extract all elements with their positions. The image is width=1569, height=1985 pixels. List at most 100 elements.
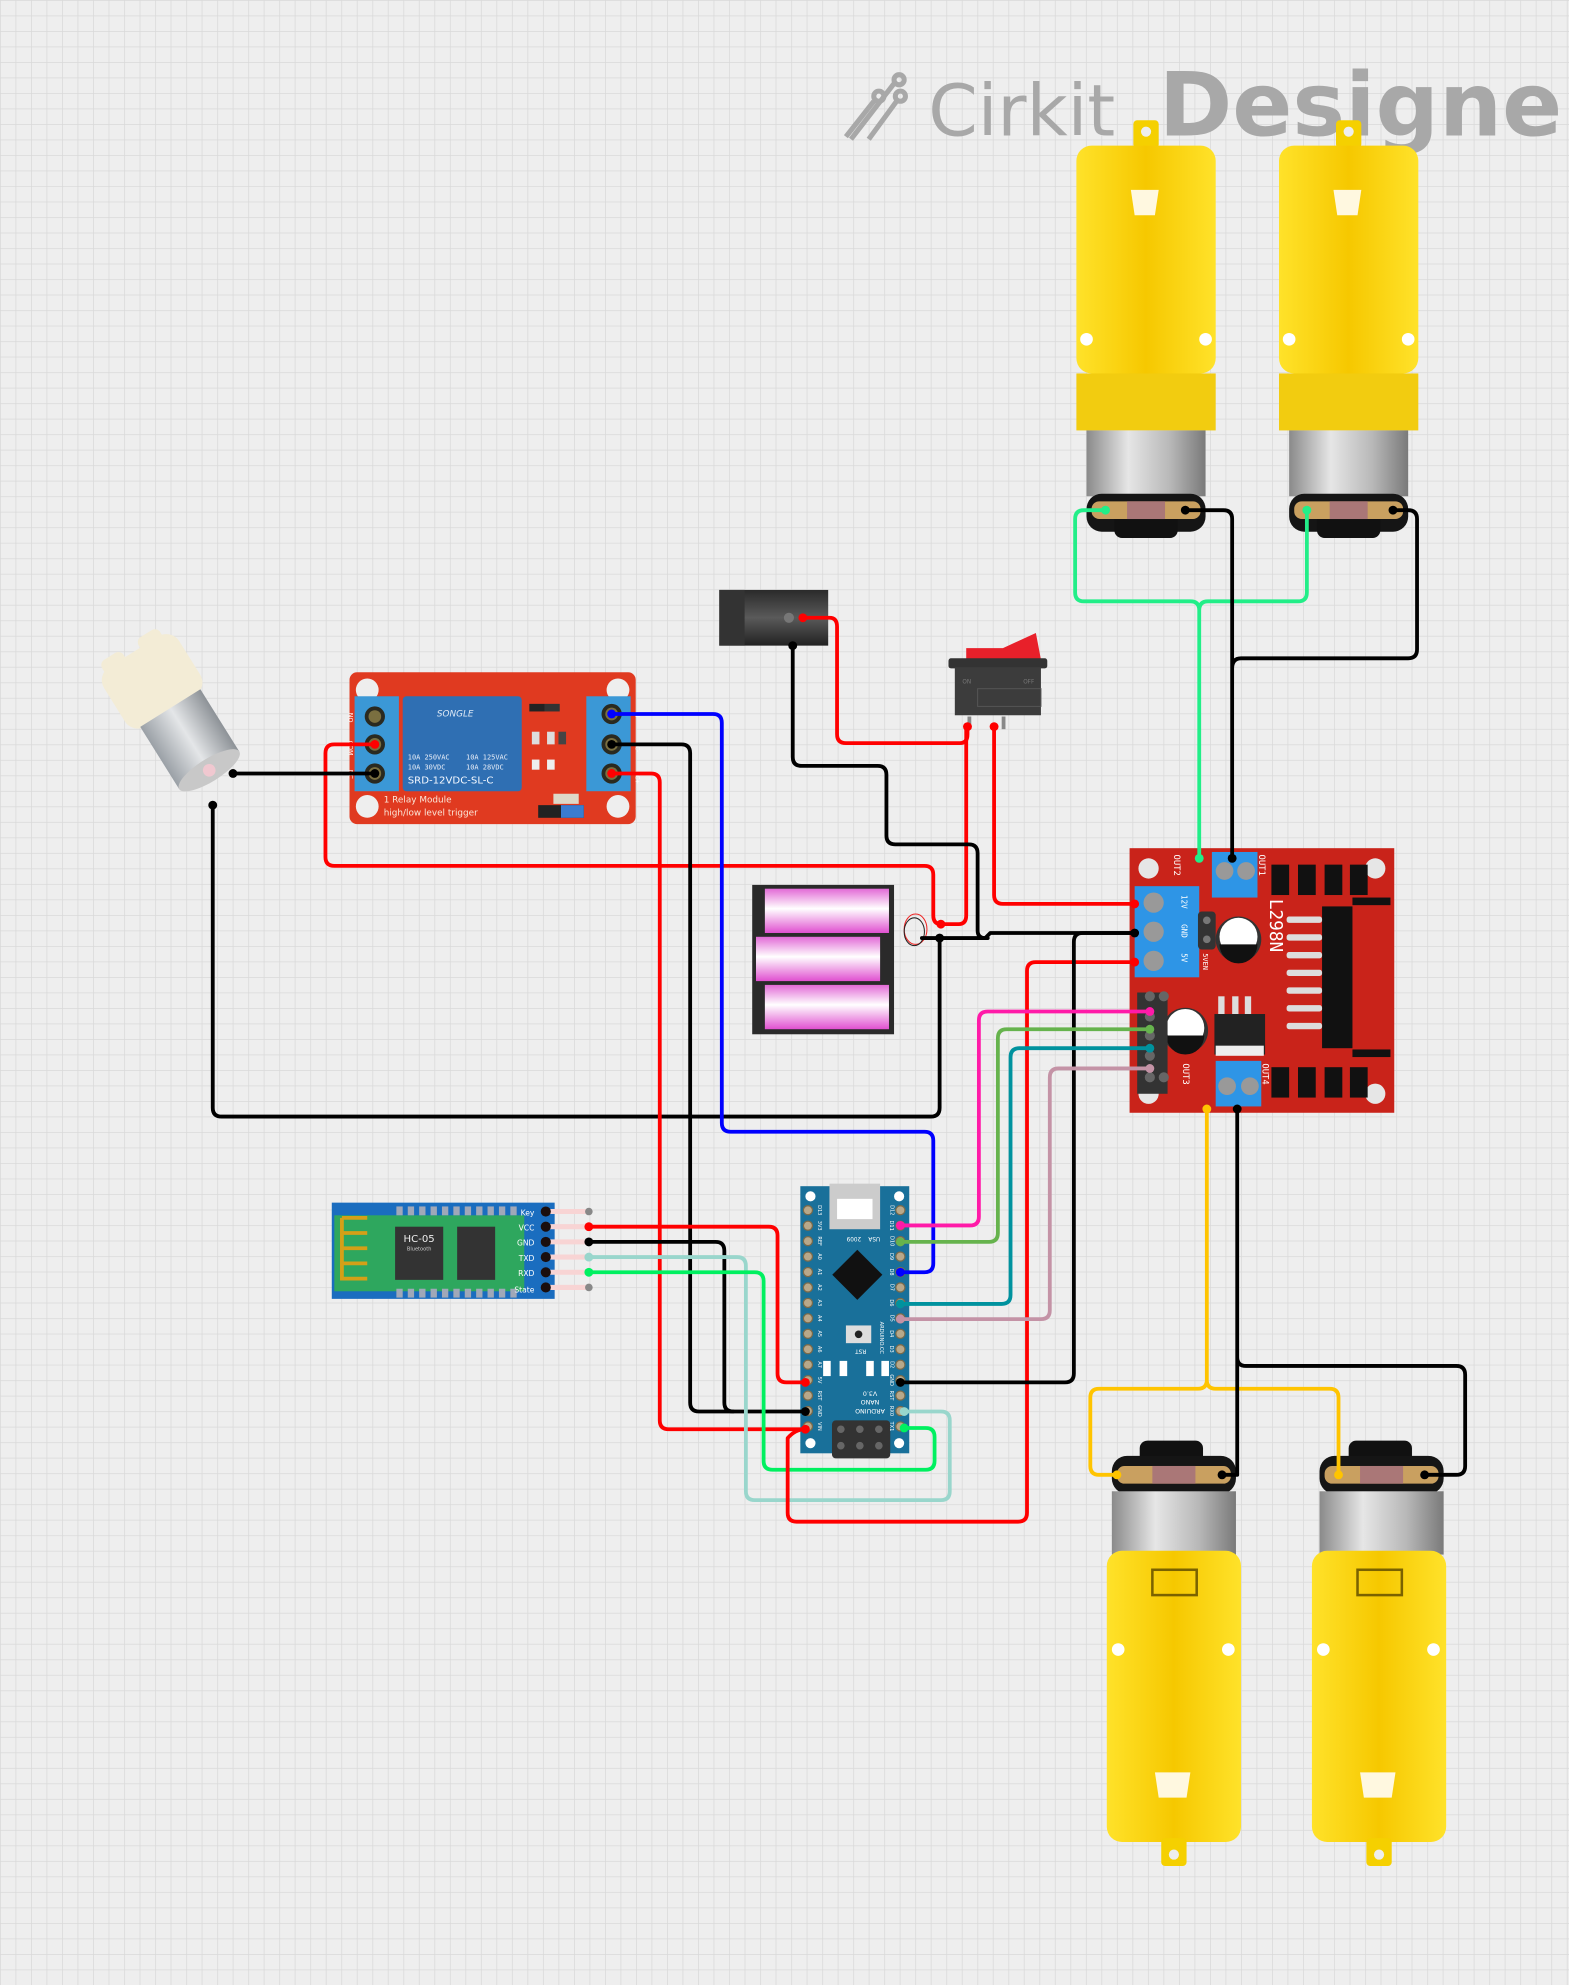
- nano-pin-label-rst: RST: [888, 1391, 894, 1402]
- label-gnd: GND: [1179, 924, 1188, 938]
- battery-cell-1: [764, 888, 889, 934]
- nano-year: 2009: [846, 1235, 861, 1241]
- nano-pin-label-d10: D10: [888, 1236, 894, 1246]
- wire-battery-plus[interactable]: [938, 724, 969, 927]
- gear-motor-bottom-left[interactable]: [1106, 1440, 1242, 1867]
- nano-pin-label-a7: A7: [816, 1361, 822, 1368]
- nano-pin-a4[interactable]: [802, 1313, 814, 1324]
- nano-pin-d2[interactable]: [895, 1359, 906, 1370]
- wire-battery-minus[interactable]: [919, 931, 1137, 940]
- nano-pin-a2[interactable]: [802, 1282, 814, 1293]
- wire-endpoints: [208, 505, 1430, 1480]
- wire-hc05-vcc[interactable]: [586, 1224, 808, 1385]
- relay-pin-no-label: NO: [346, 713, 353, 723]
- dc-barrel-jack[interactable]: [719, 589, 829, 646]
- nano-usa: USA: [868, 1235, 880, 1241]
- relay-footer-1: 1 Relay Module: [384, 796, 452, 806]
- nano-pin-label-ref: REF: [816, 1236, 822, 1246]
- gear-motor-top-right[interactable]: [1279, 120, 1419, 539]
- wire-hc05-rxd[interactable]: [586, 1270, 937, 1472]
- nano-title-2: NANO: [861, 1398, 880, 1405]
- wire-out1-black[interactable]: [1183, 508, 1419, 861]
- relay-rating-4: 10A 28VDC: [466, 764, 504, 772]
- nano-pin-ref[interactable]: [802, 1235, 814, 1247]
- nano-pin-rst[interactable]: [802, 1390, 814, 1401]
- nano-pin-3v3[interactable]: [802, 1220, 814, 1231]
- nano-pin-a5[interactable]: [802, 1328, 814, 1339]
- gear-motor-bottom-right[interactable]: [1311, 1440, 1447, 1867]
- wire-jack-minus[interactable]: [790, 643, 990, 940]
- nano-pin-rst[interactable]: [895, 1390, 906, 1401]
- arduino-nano[interactable]: 2009 USA RST ARDUINO.CC V3.0 NANO ARDUIN…: [800, 1183, 910, 1459]
- nano-pin-d12[interactable]: [895, 1205, 906, 1216]
- label-out1: OUT1: [1256, 855, 1266, 876]
- nano-pin-label-d13: D13: [816, 1205, 822, 1215]
- nano-pin-label-d8: D8: [888, 1268, 894, 1275]
- nano-pin-d9[interactable]: [895, 1251, 906, 1262]
- nano-pin-label-a3: A3: [816, 1300, 822, 1307]
- wire-d5-in4[interactable]: [898, 1066, 1152, 1322]
- wire-nano-vin-to-5v[interactable]: [785, 960, 1137, 1524]
- nano-pin-a3[interactable]: [802, 1297, 814, 1309]
- wire-hc05-gnd[interactable]: [586, 1239, 736, 1414]
- nano-pin-label-d9: D9: [888, 1253, 894, 1260]
- nano-pin-d4[interactable]: [895, 1328, 906, 1339]
- wire-d11-in1[interactable]: [898, 1009, 1152, 1228]
- nano-pin-a1[interactable]: [802, 1266, 814, 1278]
- gear-motor-top-left[interactable]: [1076, 120, 1216, 539]
- nano-pin-label-a0: A0: [816, 1253, 822, 1260]
- hc05-pin-key: Key: [521, 1208, 535, 1217]
- nano-pin-label-d5: D5: [888, 1315, 894, 1322]
- wire-d6-in3[interactable]: [898, 1046, 1152, 1306]
- wires: [210, 508, 1468, 1524]
- nano-pin-label-a4: A4: [816, 1315, 822, 1322]
- nano-pin-d7[interactable]: [895, 1282, 906, 1293]
- nano-pin-d13[interactable]: [802, 1205, 814, 1216]
- wire-relay-in-d8[interactable]: [609, 712, 936, 1275]
- relay-footer-2: high/low level trigger: [384, 808, 478, 818]
- nano-pin-label-d7: D7: [888, 1284, 894, 1291]
- label-5v: 5V: [1179, 953, 1188, 963]
- relay-pin-dcminus-label: DC-: [634, 742, 640, 752]
- wire-out2-mint[interactable]: [1073, 508, 1309, 861]
- cirkit-logo-icon: [843, 72, 908, 141]
- wire-nano-gnd-to-l298n[interactable]: [898, 931, 1137, 1385]
- l298n-driver[interactable]: OUT2 OUT1 12V GND 5V 5VEN L298N: [1129, 848, 1395, 1113]
- nano-pin-label-5v: 5V: [816, 1377, 822, 1384]
- rocker-switch[interactable]: ON OFF: [948, 632, 1048, 730]
- battery-pack[interactable]: [752, 884, 928, 1035]
- wire-d10-in2[interactable]: [898, 1027, 1152, 1244]
- battery-cell-3: [764, 984, 889, 1030]
- wire-hc05-txd[interactable]: [586, 1255, 952, 1503]
- nano-mcu-chip: [832, 1249, 883, 1300]
- nano-pin-d3[interactable]: [895, 1344, 906, 1355]
- hc05-pin-vcc: VCC: [519, 1223, 535, 1232]
- nano-pin-label-rx0: RX0: [888, 1406, 894, 1416]
- hc05-bluetooth-module[interactable]: HC-05 Bluetooth Key VCC GND TXD RXD Stat…: [331, 1202, 593, 1299]
- wire-relay-vcc[interactable]: [609, 771, 808, 1432]
- wire-switch-to-12v[interactable]: [992, 724, 1137, 906]
- nano-pin-label-gnd: GND: [816, 1405, 822, 1417]
- nano-title-1: ARDUINO: [855, 1407, 885, 1414]
- nano-version: V3.0: [863, 1389, 877, 1396]
- hc05-pin-txd: TXD: [518, 1254, 535, 1263]
- nano-pin-a7[interactable]: [802, 1359, 814, 1370]
- label-out3: OUT3: [1180, 1063, 1190, 1084]
- wire-relay-com[interactable]: [323, 742, 943, 927]
- nano-pin-label-d4: D4: [888, 1330, 894, 1337]
- wire-out3-yellow[interactable]: [1088, 1107, 1341, 1477]
- nano-pin-a0[interactable]: [802, 1251, 814, 1262]
- watermark-designer: Designer: [1159, 53, 1569, 156]
- nano-pin-label-d6: D6: [888, 1299, 894, 1306]
- wire-relay-gnd[interactable]: [609, 742, 808, 1414]
- watermark-cirkit: Cirkit: [928, 69, 1115, 152]
- water-pump[interactable]: [91, 621, 251, 804]
- wire-battery-to-pump[interactable]: [210, 803, 942, 1119]
- relay-module[interactable]: NO COM NC SONGLE 10A 250VAC 10A 125VAC 1…: [346, 672, 640, 825]
- relay-model: SRD-12VDC-SL-C: [408, 776, 494, 787]
- nano-pin-label-a6: A6: [816, 1346, 822, 1353]
- hc05-pin-state: State: [514, 1286, 534, 1295]
- nano-pin-a6[interactable]: [802, 1344, 814, 1355]
- label-out4: OUT4: [1260, 1063, 1270, 1084]
